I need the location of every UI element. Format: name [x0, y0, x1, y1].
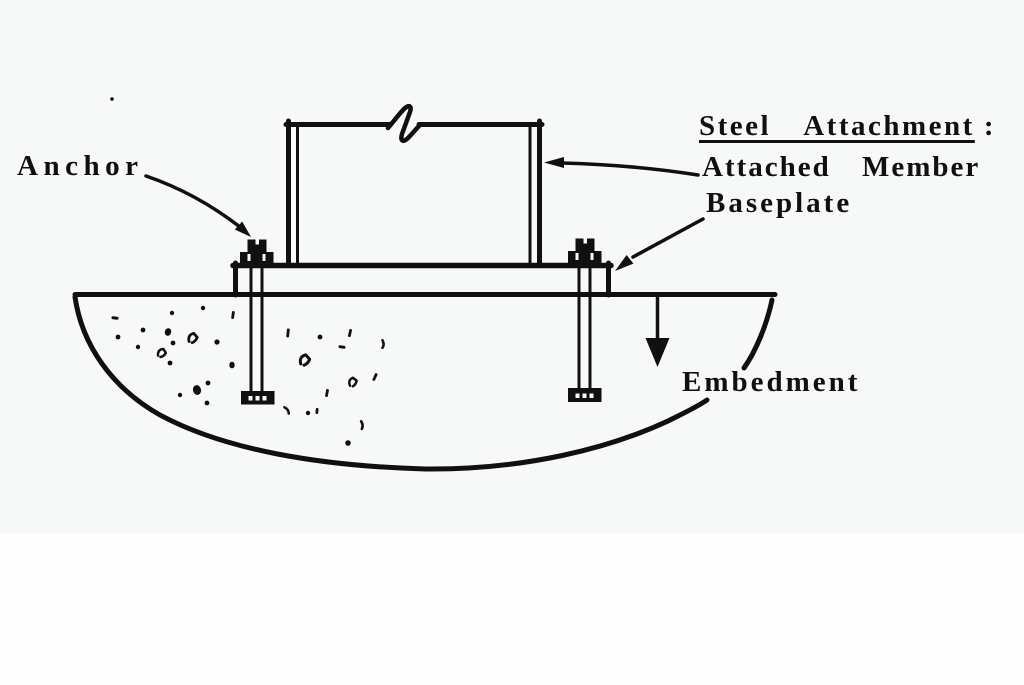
concrete-arc-right-end	[741, 297, 775, 371]
arrowhead	[544, 157, 564, 168]
baseplate-label: Baseplate	[706, 187, 853, 219]
attached-member-label: Attached Member	[702, 151, 981, 183]
concrete-outline	[72, 292, 778, 472]
baseplate-drawing	[230, 260, 614, 298]
attached-member-leader-arrow	[544, 157, 700, 177]
steel-attachment-heading: Steel Attachment:	[699, 111, 996, 141]
baseplate-leader-arrow	[615, 217, 705, 271]
concrete-speckles	[110, 97, 385, 446]
bolt-nut	[240, 252, 274, 265]
steel-attachment-heading-text: Steel Attachment	[699, 110, 975, 142]
bolt-head	[247, 239, 267, 253]
anchor-label: Anchor	[17, 150, 144, 182]
embedment-depth-arrow	[645, 294, 670, 367]
anchor-bolt-left	[240, 239, 275, 405]
arrowhead	[234, 221, 251, 237]
paper-background-lower	[0, 533, 1024, 685]
arrowhead	[645, 338, 670, 367]
bolt-nut	[568, 251, 602, 264]
concrete-bottom-arc	[72, 294, 710, 472]
arrowhead	[615, 255, 634, 271]
anchor-bolt-right	[568, 238, 602, 402]
attached-member-drawing	[283, 103, 545, 268]
steel-attachment-heading-colon: :	[983, 110, 996, 142]
bolt-head	[575, 238, 595, 252]
embedment-label: Embedment	[682, 366, 861, 398]
break-line-symbol	[385, 103, 423, 143]
anchor-leader-arrow	[144, 174, 251, 237]
